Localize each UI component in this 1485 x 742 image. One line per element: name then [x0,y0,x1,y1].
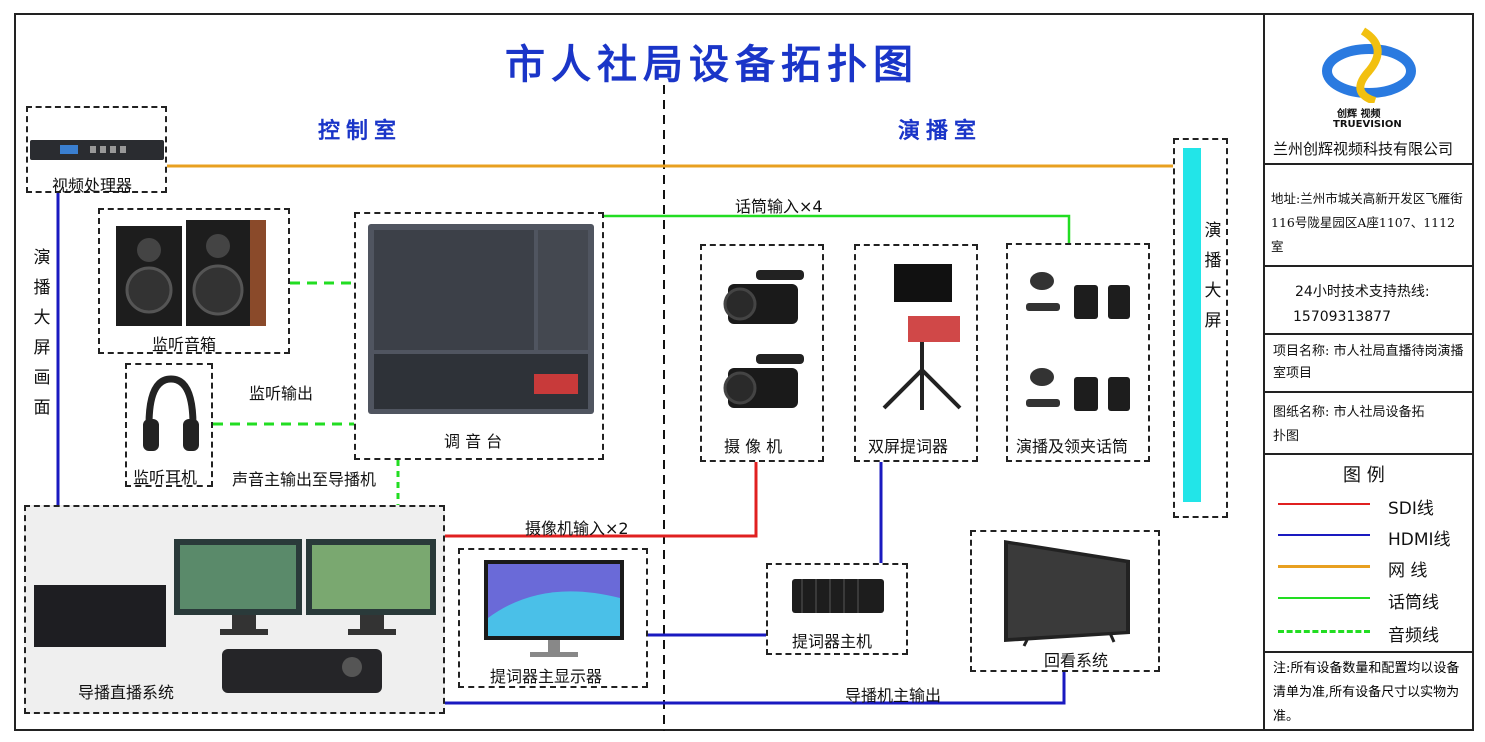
legend-title: 图 例 [1343,465,1385,486]
headphone-label: 监听耳机 [133,468,198,487]
sdi-line-swatch [1278,503,1370,505]
legend-item-network: 网 线 [1278,554,1468,581]
drawing-name: 图纸名称: 市人社局设备拓扑图 [1273,405,1425,444]
camera-input-label: 摄像机输入×2 [525,519,629,538]
legend-panel: 图 例 [1265,455,1473,653]
director-system-box: 导播直播系统 [24,505,445,714]
legend-item-mic: 话筒线 [1278,586,1468,613]
microphones-label: 演播及领夹话筒 [1016,437,1129,456]
outer-frame [14,13,1474,731]
legend-item-audio: 音频线 [1278,619,1468,646]
room-label-studio: 演播室 [898,118,983,144]
address-text: 地址:兰州市城关高新开发区飞雁街116号陇星园区A座1107、1112室 [1271,191,1463,254]
director-system-icon [34,539,436,693]
sdi-camera-cable [445,462,758,538]
video-processor-box: 视频处理器 [26,106,167,195]
video-processor-label: 视频处理器 [52,176,133,195]
logo-en: TRUEVISION [1333,119,1402,130]
note-text: 注:所有设备数量和配置均以设备清单为准,所有设备尺寸以实物为准。 [1273,661,1460,724]
hdmi-line-swatch [1278,534,1370,536]
mixer-icon [368,224,594,414]
camera-box: 摄 像 机 [700,244,824,462]
teleprompter-display-label: 提词器主显示器 [490,667,603,686]
teleprompter-box: 双屏提词器 [854,244,978,462]
mic-line-swatch [1278,597,1370,599]
hotline-label: 24小时技术支持热线: [1295,284,1430,300]
left-screen-label: 演 播 大 屏 画 面 [33,248,51,418]
teleprompter-host-label: 提词器主机 [792,632,873,651]
teleprompter-display-box: 提词器主显示器 [458,548,648,688]
camera-icon [723,270,804,408]
director-main-out-label: 导播机主输出 [845,686,942,705]
company-name: 兰州创辉视频科技有限公司 [1273,140,1454,158]
headphone-box: 监听耳机 [125,363,213,487]
headphone-icon [143,375,199,451]
panel-divider [1263,13,1265,731]
network-line-swatch [1278,565,1370,568]
mic-cable [604,214,1071,243]
mic-input-label: 话筒输入×4 [735,197,823,216]
studio-screen-box: 演 播 大 屏 [1173,138,1228,518]
hotline-number: 15709313877 [1293,309,1391,325]
microphone-icon [1026,272,1130,411]
teleprompter-label: 双屏提词器 [868,437,949,456]
address-panel: 地址:兰州市城关高新开发区飞雁街116号陇星园区A座1107、1112室 [1265,165,1473,267]
audio-main-out-label: 声音主输出至导播机 [232,470,377,489]
monitor-out-label: 监听输出 [249,384,314,403]
drawing-panel: 图纸名称: 市人社局设备拓扑图 [1265,393,1473,455]
page-title: 市人社局设备拓扑图 [505,41,919,88]
microphones-box: 演播及领夹话筒 [1006,243,1150,462]
hdmi-main-output-cable [445,672,1066,705]
legend-item-sdi: SDI线 [1278,492,1468,519]
teleprompter-icon [882,264,962,410]
playback-label: 回看系统 [1044,651,1109,670]
audio-line-swatch [1278,630,1370,633]
director-system-label: 导播直播系统 [78,683,175,702]
monitor-icon [484,560,624,657]
screen-bar [1183,148,1201,502]
camera-label: 摄 像 机 [724,437,783,456]
project-panel: 项目名称: 市人社局直播待岗演播室项目 [1265,335,1473,393]
project-name: 项目名称: 市人社局直播待岗演播室项目 [1273,344,1464,381]
playback-box: 回看系统 [970,530,1160,672]
monitor-speaker-label: 监听音箱 [152,335,217,354]
legend-item-hdmi: HDMI线 [1278,523,1468,550]
tv-icon [1004,540,1130,647]
hotline-panel: 24小时技术支持热线: 15709313877 [1265,267,1473,335]
logo-cn: 创辉 视频 [1337,109,1381,120]
company-logo-icon [1322,27,1416,103]
right-screen-label: 演 播 大 屏 [1204,221,1222,331]
speaker-icon [116,220,266,326]
rack-unit-icon [30,140,164,160]
mixer-box: 调 音 台 [354,212,604,460]
logo-panel: 创辉 视频 TRUEVISION 兰州创辉视频科技有限公司 [1265,13,1473,165]
monitor-speaker-box: 监听音箱 [98,208,290,354]
room-label-control: 控制室 [318,118,403,144]
mixer-label: 调 音 台 [444,432,503,451]
teleprompter-host-box: 提词器主机 [766,563,908,655]
mini-pc-icon [792,579,884,613]
